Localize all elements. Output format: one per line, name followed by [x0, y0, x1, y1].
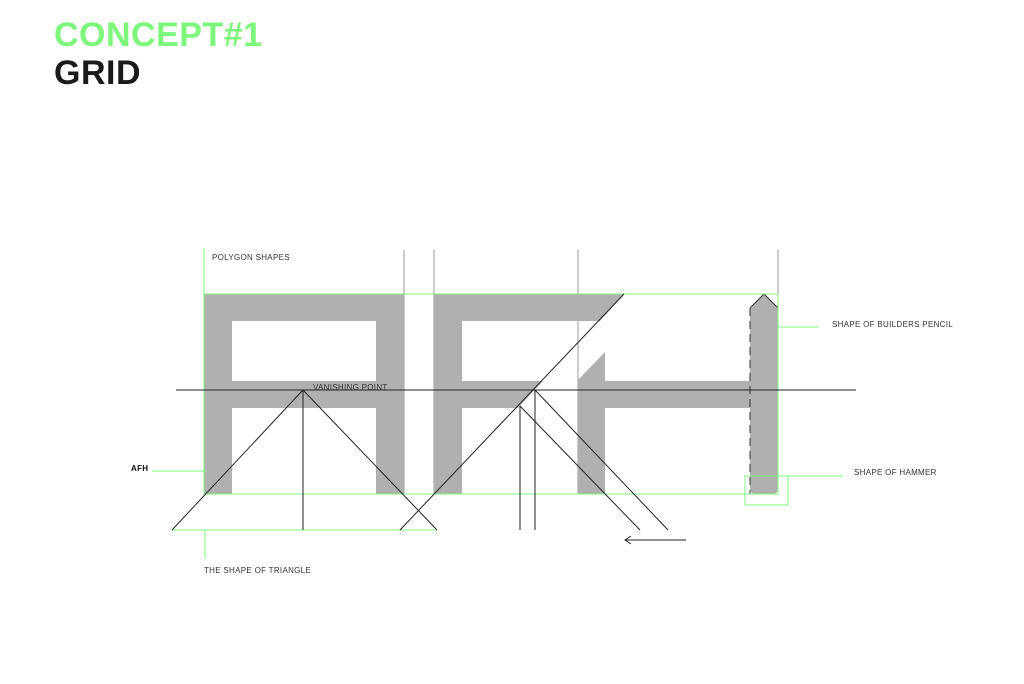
diagonal-line	[399, 293, 625, 531]
label-triangle: THE SHAPE OF TRIANGLE	[204, 566, 312, 575]
letter-a	[204, 294, 404, 494]
triangle-left	[171, 389, 304, 531]
grid-subtitle: GRID	[54, 54, 141, 92]
label-pencil: SHAPE OF BUILDERS PENCIL	[832, 320, 954, 329]
concept-title: CONCEPT#1	[54, 16, 263, 54]
label-afh: AFH	[131, 464, 149, 473]
label-vanishing-point: VANISHING POINT	[313, 383, 388, 392]
letter-h-stem	[578, 352, 750, 494]
pencil-shape	[750, 294, 778, 494]
label-hammer: SHAPE OF HAMMER	[854, 468, 937, 477]
label-polygon-shapes: POLYGON SHAPES	[212, 253, 290, 262]
hammer-box	[744, 475, 789, 506]
triangle-right	[302, 389, 438, 531]
